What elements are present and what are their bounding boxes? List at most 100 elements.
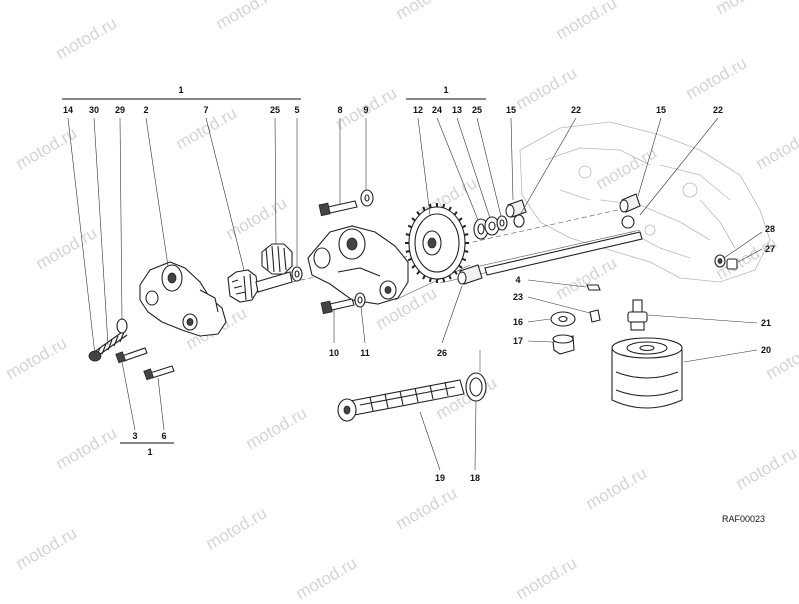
plug-part-27 (727, 259, 737, 269)
group-bracket-bottom: 1 (120, 443, 174, 457)
group-label-left: 1 (178, 85, 183, 95)
watermark-text: motod.ru (223, 193, 291, 243)
watermark-text: motod.ru (203, 503, 271, 553)
watermark-text: motod.ru (393, 483, 461, 533)
label-part-2: 2 (143, 105, 148, 115)
label-part-8: 8 (337, 105, 342, 115)
watermark-text: motod.ru (583, 463, 651, 513)
gear-tooth (417, 271, 419, 274)
group-bracket-left: 1 (62, 85, 301, 99)
label-part-11: 11 (360, 348, 370, 358)
label-part-25-left: 25 (270, 105, 280, 115)
label-part-20: 20 (761, 345, 771, 355)
watermark-text: motod.ru (53, 13, 121, 63)
gear-tooth (408, 259, 412, 261)
bolt-part-10 (321, 299, 354, 314)
watermark-text: motod.ru (683, 53, 751, 103)
gear-tooth (408, 226, 412, 228)
label-part-13: 13 (452, 105, 462, 115)
gear-tooth (430, 278, 431, 282)
gear-tooth (406, 234, 410, 235)
drive-gear-part-12 (405, 203, 469, 283)
label-part-21: 21 (761, 318, 771, 328)
fitting-part-17 (553, 335, 574, 354)
drawing-code: RAF00023 (722, 514, 765, 524)
label-part-23: 23 (513, 292, 523, 302)
watermark-text: motod.ru (293, 553, 361, 599)
oil-filter-part-20 (612, 338, 682, 408)
gear-tooth (464, 251, 468, 252)
label-part-29: 29 (115, 105, 125, 115)
label-part-26: 26 (437, 348, 447, 358)
watermark-text: motod.ru (553, 0, 621, 43)
watermark-text: motod.ru (213, 0, 281, 33)
watermark-text: motod.ru (593, 143, 661, 193)
pump-body-part-2 (140, 262, 226, 336)
gear-tooth (430, 204, 431, 208)
watermark-text: motod.ru (753, 123, 799, 173)
watermark-text: motod.ru (713, 0, 781, 18)
bushing-part-15-right (620, 194, 640, 228)
label-part-16: 16 (513, 317, 523, 327)
label-part-27: 27 (765, 244, 775, 254)
label-part-24: 24 (432, 105, 442, 115)
nut-part-4 (587, 285, 600, 290)
watermark-text: motod.ru (13, 523, 81, 573)
label-part-6: 6 (161, 431, 166, 441)
pump-gear-part-7 (228, 270, 292, 302)
pump-gear-part-25 (262, 244, 292, 274)
gear-tooth (449, 275, 451, 279)
label-part-15-left: 15 (506, 105, 516, 115)
gear-tooth (423, 275, 425, 279)
label-part-5: 5 (294, 105, 299, 115)
bolt-part-6 (144, 366, 174, 380)
label-part-12: 12 (413, 105, 423, 115)
seal-part-18 (466, 373, 486, 401)
label-part-4: 4 (515, 275, 520, 285)
gear-tooth (412, 218, 415, 220)
label-part-22-left: 22 (571, 105, 581, 115)
gear-tooth (464, 234, 468, 235)
label-part-15-right: 15 (656, 105, 666, 115)
gear-tooth (406, 251, 410, 252)
watermark-text: motod.ru (733, 443, 799, 493)
watermark-text: motod.ru (3, 333, 71, 383)
watermark-text: motod.ru (13, 123, 81, 173)
group-label-bottom: 1 (147, 447, 152, 457)
washer-part-9 (361, 190, 373, 206)
label-part-18: 18 (470, 473, 480, 483)
watermark-text: motod.ru (53, 423, 121, 473)
label-part-28: 28 (765, 224, 775, 234)
label-part-9: 9 (363, 105, 368, 115)
label-part-3: 3 (132, 431, 137, 441)
watermark-text: motod.ru (553, 253, 621, 303)
washer-part-16 (551, 312, 575, 326)
label-part-14: 14 (63, 105, 73, 115)
gear-tooth (459, 218, 462, 220)
watermark-text: motod.ru (763, 333, 799, 383)
bolt-part-8 (319, 201, 357, 216)
ring-part-5 (292, 267, 302, 281)
watermark-text: motod.ru (513, 63, 581, 113)
gear-tooth (462, 226, 466, 228)
label-part-25-gear: 25 (472, 105, 482, 115)
washer-part-28 (715, 255, 725, 267)
gear-tooth (443, 278, 444, 282)
label-part-10: 10 (329, 348, 339, 358)
watermark-text: motod.ru (513, 553, 581, 599)
label-part-30: 30 (89, 105, 99, 115)
group-bracket-gear: 1 (406, 85, 486, 99)
watermark-text: motod.ru (393, 0, 461, 23)
gear-tooth (412, 265, 415, 267)
watermark-text: motod.ru (243, 403, 311, 453)
gear-tooth (443, 204, 444, 208)
bushing-part-15-left (506, 200, 526, 227)
pump-cover-assembly (308, 226, 408, 304)
label-part-17: 17 (513, 336, 523, 346)
label-part-22-right: 22 (713, 105, 723, 115)
label-part-7: 7 (203, 105, 208, 115)
gear-tooth (454, 271, 456, 274)
group-label-gear: 1 (443, 85, 448, 95)
